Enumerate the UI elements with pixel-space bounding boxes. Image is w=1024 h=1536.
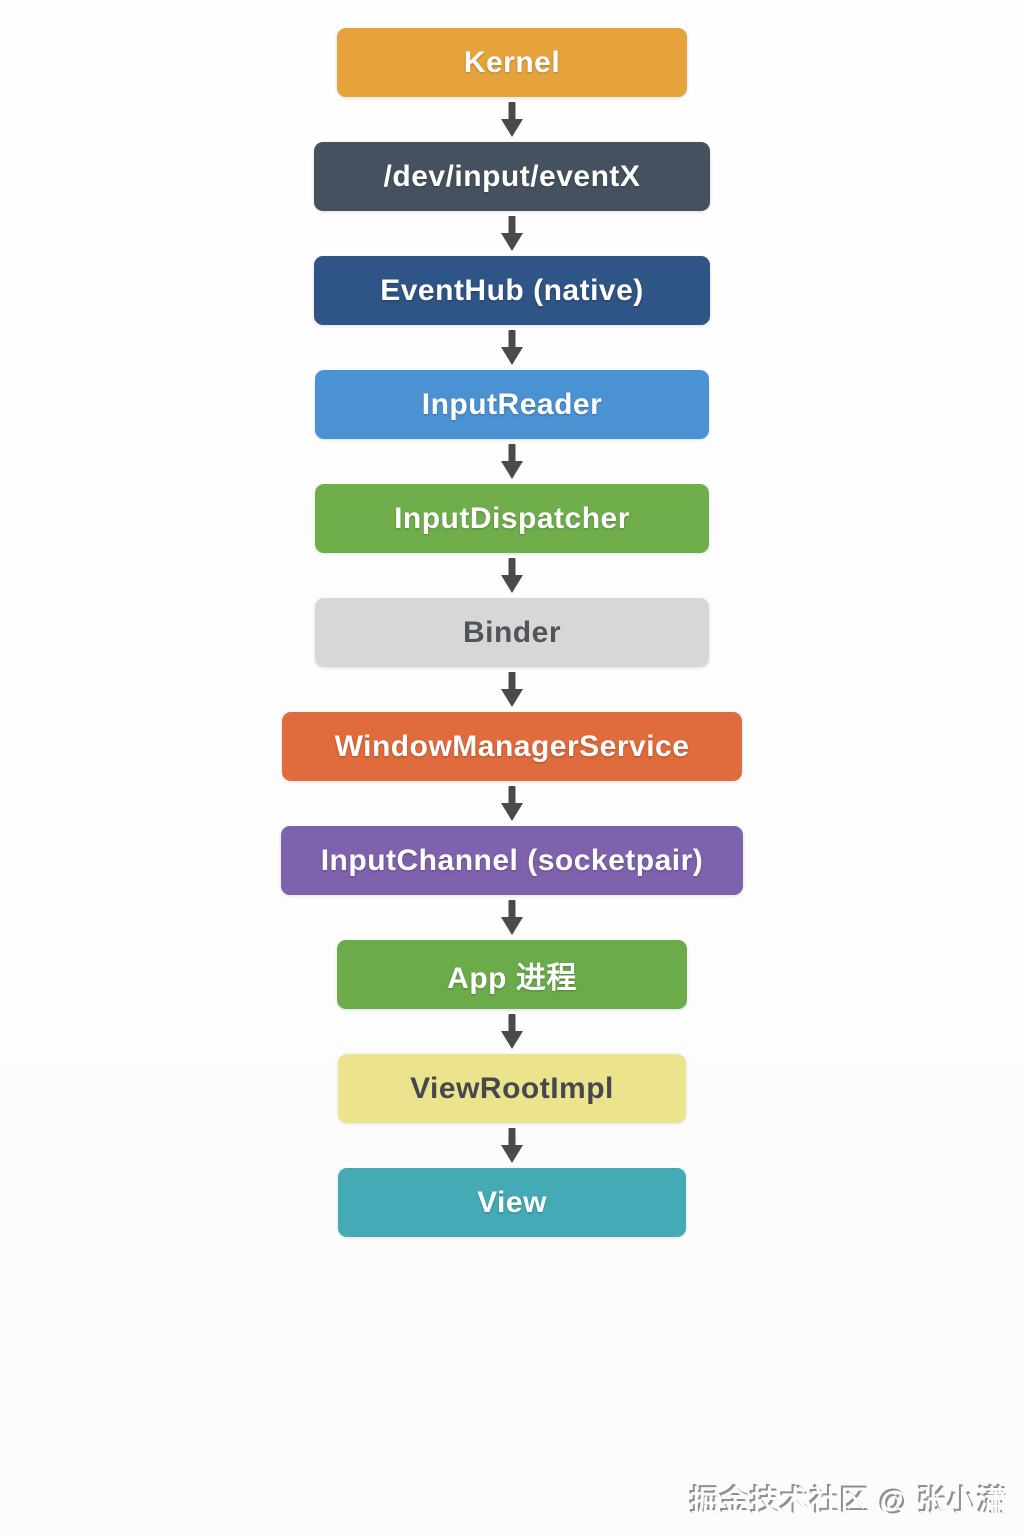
flow-arrow [499, 97, 525, 142]
arrow-down-icon [501, 443, 523, 479]
arrow-down-icon [501, 671, 523, 707]
flow-node-label: Binder [462, 615, 561, 649]
flow-arrow [499, 895, 525, 940]
arrow-down-icon [501, 1013, 523, 1049]
flow-arrow [499, 781, 525, 826]
watermark: 掘金技术社区 @ 张小瀟 [690, 1486, 1008, 1518]
flow-node-label: App 进程 [447, 961, 577, 995]
flow-node-label: Kernel [463, 45, 561, 79]
flow-node: EventHub (native) [314, 256, 710, 325]
flow-arrow [499, 211, 525, 256]
flow-node: InputDispatcher [315, 484, 709, 553]
flow-node-label: View [477, 1185, 547, 1219]
flow-arrow [499, 439, 525, 484]
arrow-down-icon [501, 899, 523, 935]
arrow-down-icon [501, 785, 523, 821]
flow-node: App 进程 [337, 940, 687, 1009]
flow-node: Binder [315, 598, 709, 667]
flow-node-label: InputChannel (socketpair) [320, 843, 704, 877]
flow-node-label: WindowManagerService [334, 729, 690, 763]
arrow-down-icon [501, 1127, 523, 1163]
flowchart: Kernel /dev/input/eventX EventHub (nativ… [0, 28, 1024, 1237]
flow-arrow [499, 1009, 525, 1054]
arrow-down-icon [501, 557, 523, 593]
flow-node: InputReader [315, 370, 709, 439]
arrow-down-icon [501, 329, 523, 365]
flow-node: InputChannel (socketpair) [281, 826, 743, 895]
flow-node-label: InputReader [421, 387, 603, 421]
flow-node: View [338, 1168, 686, 1237]
flow-arrow [499, 325, 525, 370]
flow-node: ViewRootImpl [338, 1054, 686, 1123]
flow-node-label: InputDispatcher [394, 501, 630, 535]
flow-node-label: EventHub (native) [380, 273, 644, 307]
flow-node: /dev/input/eventX [314, 142, 710, 211]
flow-node-label: /dev/input/eventX [383, 159, 641, 193]
arrow-down-icon [501, 101, 523, 137]
flow-arrow [499, 1123, 525, 1168]
flow-node: Kernel [337, 28, 687, 97]
flow-arrow [499, 667, 525, 712]
flow-node: WindowManagerService [282, 712, 742, 781]
arrow-down-icon [501, 215, 523, 251]
flow-node-label: ViewRootImpl [410, 1071, 614, 1105]
flow-arrow [499, 553, 525, 598]
